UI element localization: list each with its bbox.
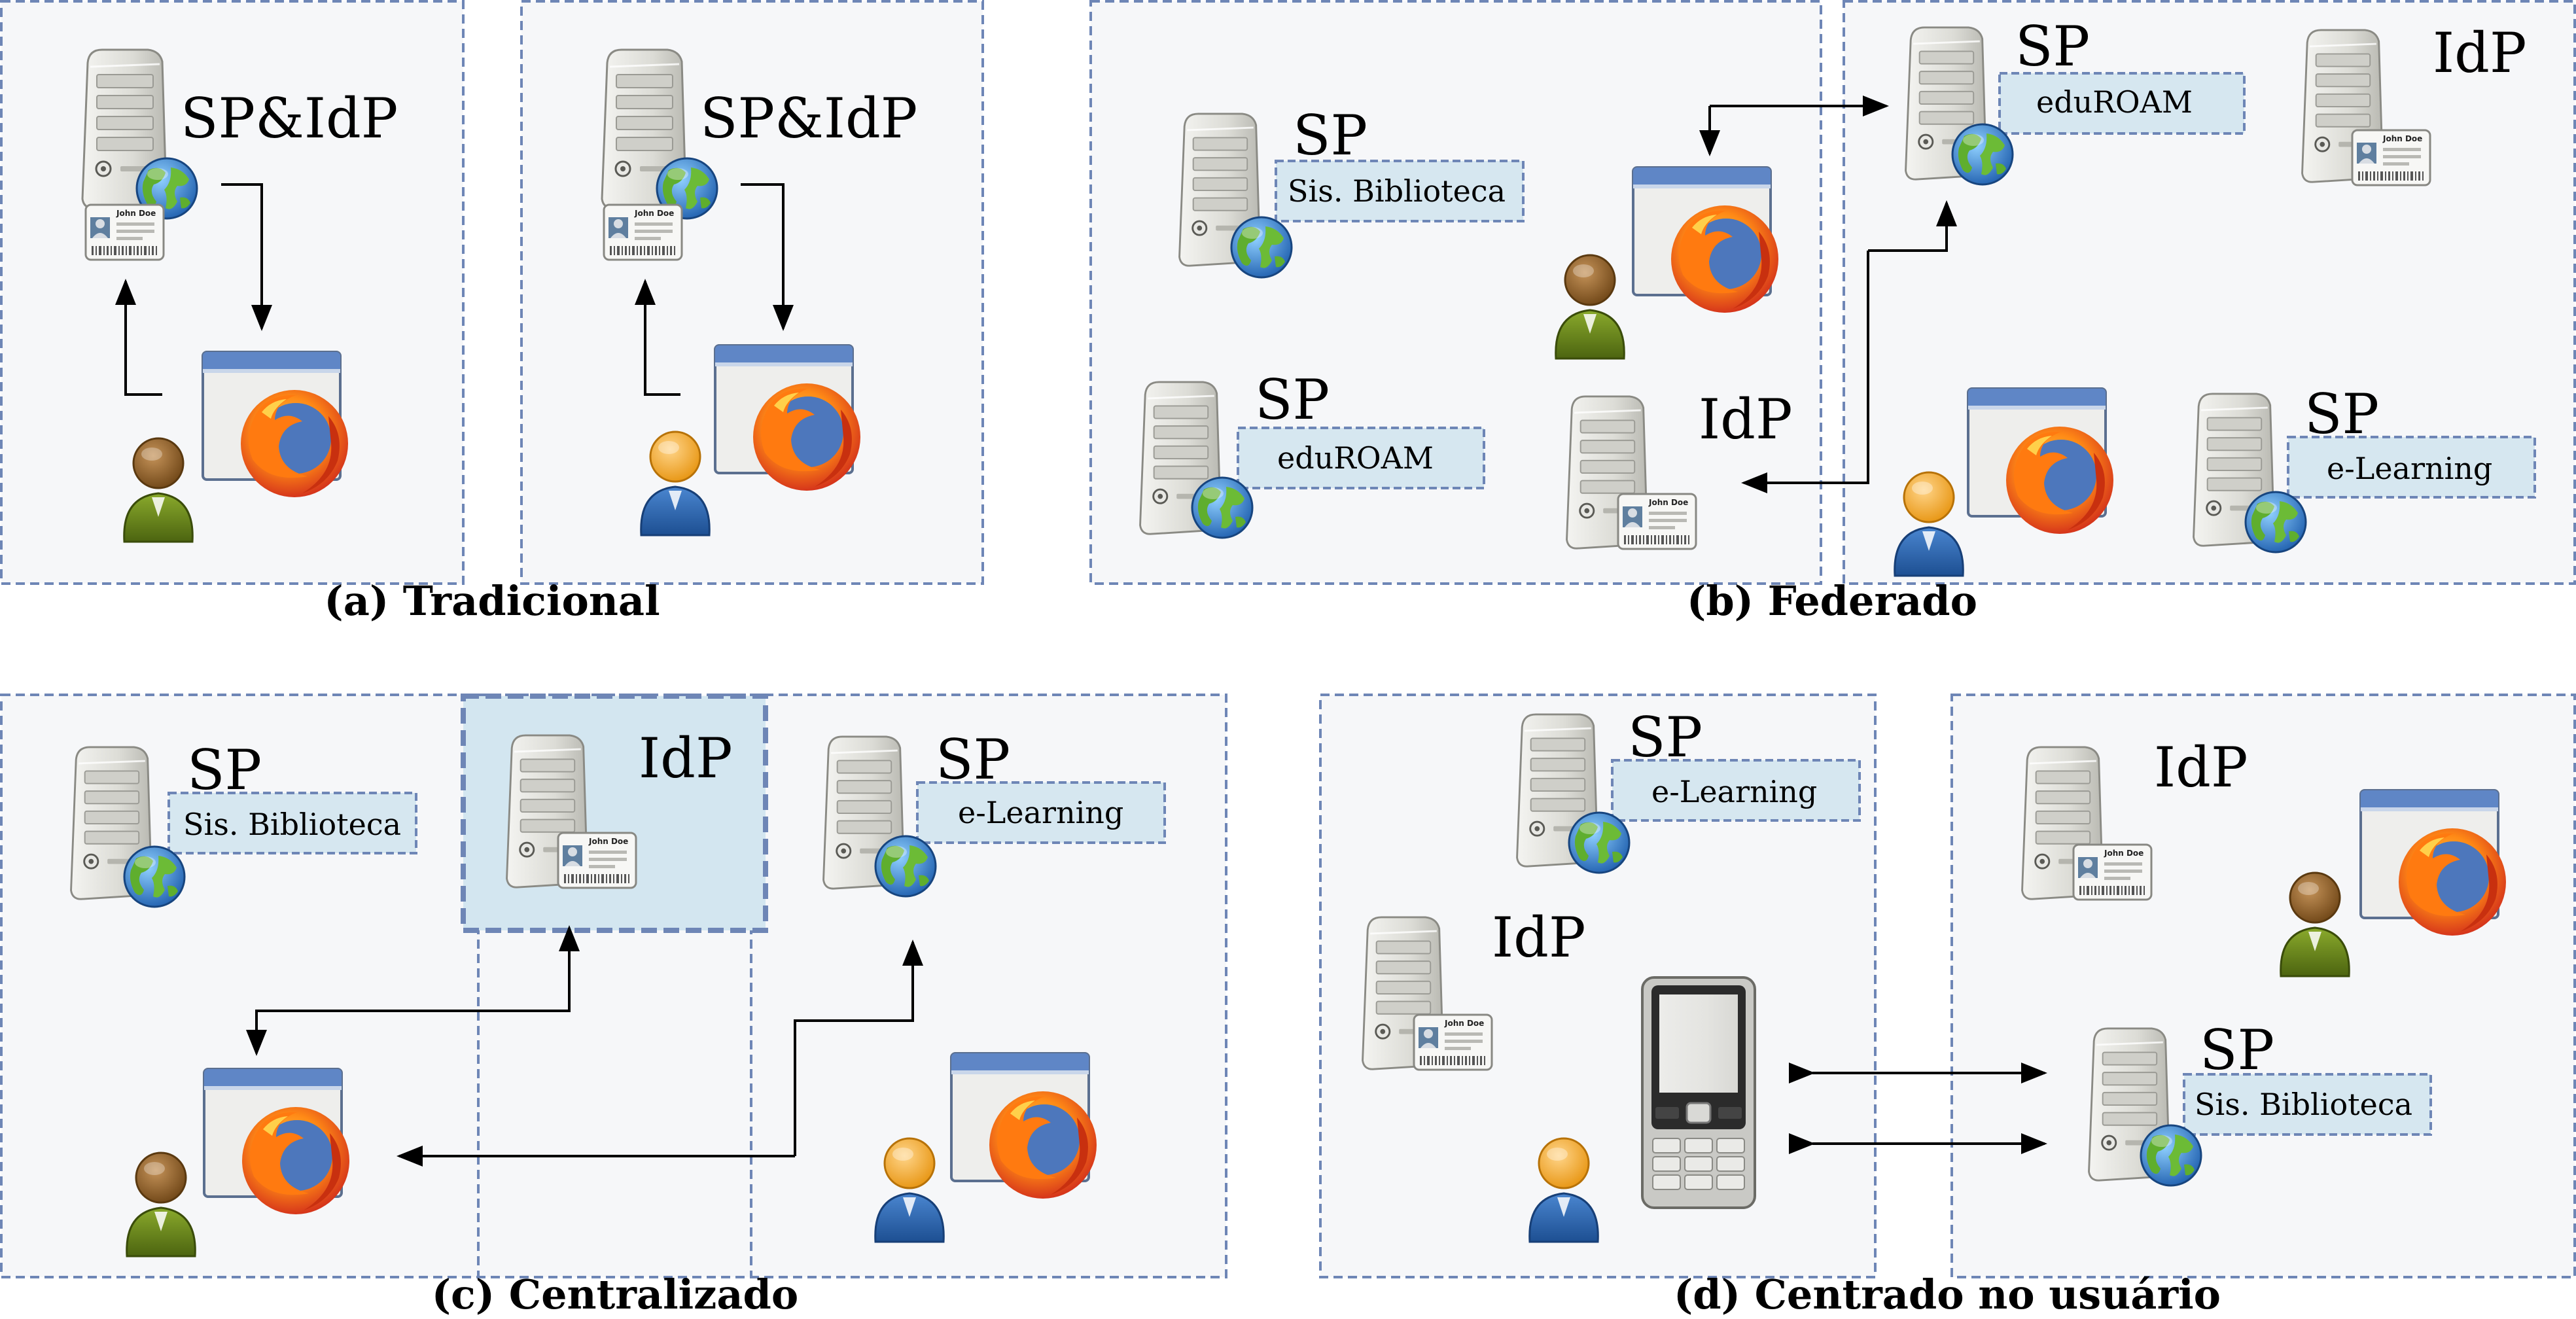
idp-label: IdP [639, 726, 732, 790]
id-card-icon [2072, 843, 2153, 901]
id-card-icon [84, 203, 165, 261]
sp-label: SP [1293, 103, 1367, 167]
service-eduroam: eduROAM [1277, 440, 1434, 476]
service-biblioteca: Sis. Biblioteca [2195, 1087, 2412, 1122]
sp-label: SP [936, 728, 1010, 792]
sp-label: SP [1255, 368, 1330, 432]
sp-idp-label: SP&IdP [700, 86, 917, 150]
idp-label: IdP [1492, 906, 1585, 970]
firefox-browser-icon [203, 1068, 351, 1216]
globe-icon [874, 835, 937, 898]
service-boxes [168, 72, 2536, 1136]
arrow-c-to-sp [794, 940, 923, 1156]
arrow-a2-down [741, 183, 794, 331]
firefox-browser-icon [1632, 166, 1780, 314]
caption-a: (a) Tradicional [324, 577, 660, 625]
id-card-icon [1617, 493, 1697, 550]
panel-a-left [0, 0, 465, 585]
service-elearning: e-Learning [1651, 774, 1817, 809]
service-biblioteca: Sis. Biblioteca [1288, 173, 1506, 209]
service-labels: Sis. Biblioteca eduROAM eduROAM e-Learni… [183, 84, 2492, 1122]
idp-label: IdP [1699, 387, 1792, 451]
service-elearning: e-Learning [958, 795, 1123, 830]
arrow-b-to-idp [1741, 251, 1869, 493]
role-labels: SP&IdP SP&IdP SP SP IdP SP IdP SP SP IdP… [181, 14, 2526, 1082]
id-card-icon [1413, 1013, 1493, 1071]
arrow-a2-up [635, 279, 680, 396]
arrow-a1-up [115, 279, 162, 396]
globe-icon [1230, 216, 1293, 279]
sp-label: SP [2200, 1018, 2274, 1082]
firefox-browser-icon [2359, 789, 2507, 937]
sp-idp-label: SP&IdP [181, 86, 398, 150]
caption-c: (c) Centralizado [432, 1271, 799, 1318]
id-card-icon [2351, 129, 2431, 186]
sp-label: SP [187, 738, 262, 802]
globe-icon [1951, 123, 2014, 186]
firefox-browser-icon [950, 1052, 1098, 1200]
service-biblioteca: Sis. Biblioteca [183, 807, 401, 842]
arrow-c-to-browser1 [246, 1010, 406, 1056]
sp-label: SP [1628, 705, 1703, 769]
arrows [115, 96, 2047, 1167]
mobile-phone-icon [1641, 976, 1756, 1209]
service-elearning: e-Learning [2327, 451, 2492, 486]
caption-d: (d) Centrado no usuário [1674, 1271, 2221, 1318]
id-card-icon [603, 203, 683, 261]
arrow-b-to-sp [1868, 200, 1957, 252]
firefox-browser-icon [714, 344, 862, 492]
sp-label: SP [2015, 14, 2090, 79]
globe-icon [2140, 1124, 2202, 1187]
idp-label: IdP [2154, 735, 2248, 800]
arrow-a1-down [221, 183, 272, 331]
firefox-browser-icon [1967, 387, 2115, 535]
globe-icon [2244, 491, 2307, 554]
captions: (a) Tradicional (b) Federado (c) Central… [324, 577, 2221, 1318]
globe-icon [1568, 811, 1631, 874]
caption-b: (b) Federado [1687, 577, 1977, 625]
globe-icon [123, 845, 186, 908]
arrow-c-to-idp [406, 925, 580, 1012]
firefox-browser-icon [202, 351, 349, 499]
globe-icon [1191, 476, 1254, 539]
panel-c-dividers [477, 695, 752, 1277]
id-card-icon [557, 832, 637, 889]
idp-label: IdP [2433, 21, 2526, 85]
panel-a-right [520, 0, 984, 585]
sp-label: SP [2304, 382, 2379, 446]
service-eduroam: eduROAM [2036, 84, 2193, 120]
